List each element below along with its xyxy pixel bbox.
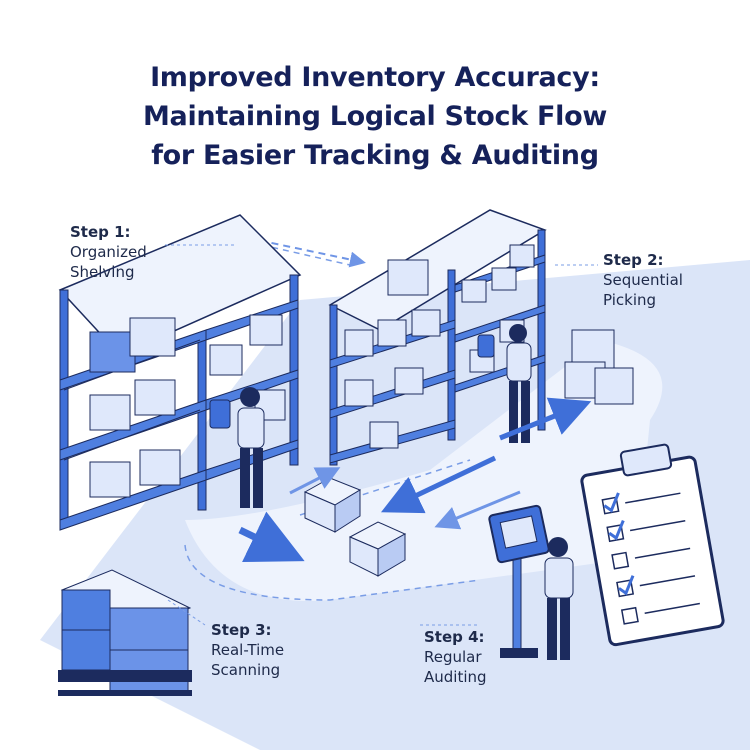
step-4-line-2: Auditing (424, 668, 487, 686)
step-2-number: Step 2: (603, 251, 664, 269)
title-line-3: for Easier Tracking & Auditing (151, 140, 599, 171)
step-4-number: Step 4: (424, 628, 485, 646)
clipboard-checklist-icon (580, 443, 725, 647)
flow-arrow-icon (380, 455, 497, 514)
step-1-line-1: Organized (70, 243, 147, 261)
step-1-label: Step 1: Organized Shelving (70, 222, 147, 282)
step-3-label: Step 3: Real-Time Scanning (211, 620, 284, 680)
title-line-1: Improved Inventory Accuracy: (150, 62, 600, 93)
step-3-line-2: Scanning (211, 661, 281, 679)
step-3-line-1: Real-Time (211, 641, 285, 659)
cardboard-box-icon (89, 314, 286, 498)
worker-with-scanner-icon (477, 324, 532, 443)
scanning-kiosk-icon (488, 504, 550, 658)
flow-arrow-icon (499, 397, 592, 441)
worker-with-scanner-icon (209, 387, 265, 508)
cardboard-box-icon (564, 329, 634, 405)
page-title: Improved Inventory Accuracy: Maintaining… (0, 58, 750, 175)
step-1-number: Step 1: (70, 223, 131, 241)
step-3-leader (167, 599, 206, 626)
worker-with-scanner-icon (544, 537, 574, 660)
flow-arrow-icon (289, 467, 341, 495)
pallet-icon (58, 569, 192, 696)
flow-arrow-icon (247, 237, 366, 268)
step-2-line-2: Picking (603, 291, 657, 309)
step-4-line-1: Regular (424, 648, 482, 666)
step-3-number: Step 3: (211, 621, 272, 639)
flow-arrow-icon (434, 490, 521, 530)
step-1-line-2: Shelving (70, 263, 135, 281)
flow-arrow-icon (238, 511, 305, 563)
step-4-label: Step 4: Regular Auditing (424, 627, 487, 687)
title-line-2: Maintaining Logical Stock Flow (142, 101, 608, 132)
step-2-label: Step 2: Sequential Picking (603, 250, 683, 310)
step-2-line-1: Sequential (603, 271, 683, 289)
